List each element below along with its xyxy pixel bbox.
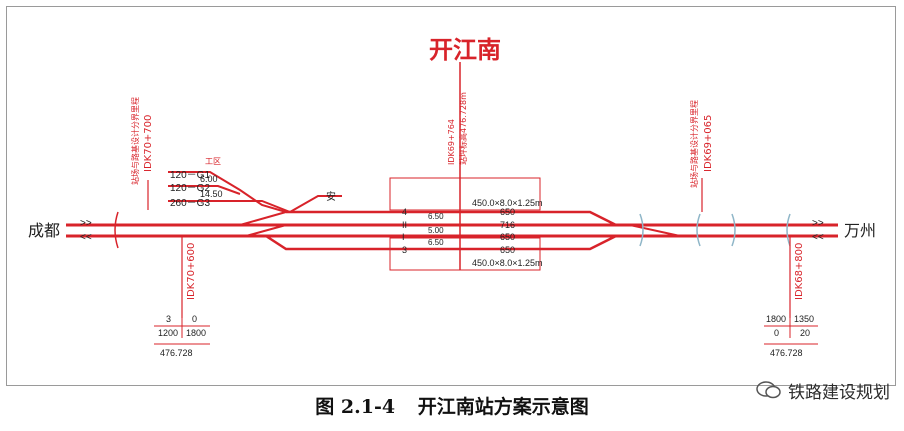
arrow-right-down: << xyxy=(812,232,824,243)
track-4-length: 650 xyxy=(500,207,515,217)
left-boundary-note: 站场与路基设计分界里程 xyxy=(130,97,140,185)
track-3-length: 650 xyxy=(500,245,515,255)
siding-g2-label: 120－G2 xyxy=(170,183,210,194)
watermark-text: 铁路建设规划 xyxy=(788,382,890,403)
track-II-id: II xyxy=(402,220,407,230)
wechat-icon xyxy=(756,381,781,399)
right-profile-a: 1800 xyxy=(766,314,786,324)
siding-distance-1: 6.00 xyxy=(200,174,218,184)
track-I-id: I xyxy=(402,232,405,242)
siding-g2 xyxy=(168,185,241,195)
right-boundary-note: 站场与路基设计分界里程 xyxy=(689,100,699,188)
right-profile-c: 0 xyxy=(774,328,779,338)
left-profile-d: 1800 xyxy=(186,328,206,338)
turnout-left-cross xyxy=(245,224,287,237)
platform-top xyxy=(389,177,541,211)
arrow-left-down: << xyxy=(80,232,92,243)
left-boundary-km: IDK70+700 xyxy=(143,115,154,172)
track-I-spacing: 6.50 xyxy=(428,238,444,247)
center-km-label: IDK69+764 xyxy=(447,119,456,165)
left-profile-b: 0 xyxy=(192,314,197,324)
siding-g1 xyxy=(168,171,287,213)
safety-siding xyxy=(289,195,342,213)
turnout-left-top xyxy=(239,211,287,226)
station-left-label: 成都 xyxy=(28,221,60,240)
right-bridge-mark-1 xyxy=(639,213,701,247)
left-bridge-mark xyxy=(114,211,119,249)
left-profile-a: 3 xyxy=(166,314,171,324)
siding-g1-label: 120－G1 xyxy=(170,170,210,181)
left-profile-c: 1200 xyxy=(158,328,178,338)
right-profile-elev: 476.728 xyxy=(770,348,803,358)
watermark: 铁路建设规划 xyxy=(756,380,890,403)
track-II-length: 716 xyxy=(500,220,515,230)
figure-title: 开江南站方案示意图 xyxy=(417,396,589,418)
station-diagram: 开江南 IDK69+764 站坪标高476.728m 站场与路基设计分界里程 I… xyxy=(28,36,876,358)
safety-siding-label: 安 xyxy=(326,190,336,203)
siding-area-label: 工区 xyxy=(205,157,221,166)
platform-top-label: 450.0×8.0×1.25m xyxy=(472,198,543,208)
track-3-id: 3 xyxy=(402,245,407,255)
station-title: 开江南 xyxy=(429,36,501,64)
siding-g3 xyxy=(168,200,291,213)
right-milepost-label: IDK68+800 xyxy=(794,243,805,300)
station-right-label: 万州 xyxy=(844,221,876,240)
arrow-right-up: >> xyxy=(812,218,824,229)
siding-g3-label: 260－G3 xyxy=(170,198,210,209)
turnout-right-cross xyxy=(629,224,681,237)
siding-distance-2: 14.50 xyxy=(200,189,223,199)
center-elev-note: 站坪标高476.728m xyxy=(458,92,468,165)
track-4 xyxy=(286,210,617,227)
arrow-left-up: >> xyxy=(80,218,92,229)
figure-caption: 图 2.1-4 开江南站方案示意图 xyxy=(0,392,904,419)
right-profile-d: 20 xyxy=(800,328,810,338)
track-4-spacing: 6.50 xyxy=(428,212,444,221)
left-profile-elev: 476.728 xyxy=(160,348,193,358)
figure-number: 图 2.1-4 xyxy=(315,396,396,418)
track-II-spacing: 5.00 xyxy=(428,226,444,235)
track-3 xyxy=(265,234,617,251)
platform-bottom xyxy=(389,237,541,271)
track-I-length: 650 xyxy=(500,232,515,242)
right-boundary-km: IDK69+065 xyxy=(703,115,714,172)
right-profile-b: 1350 xyxy=(794,314,814,324)
right-bridge-mark-2 xyxy=(731,213,791,247)
left-milepost-label: IDK70+600 xyxy=(186,243,197,300)
drawing-frame xyxy=(6,6,896,386)
platform-bottom-label: 450.0×8.0×1.25m xyxy=(472,258,543,268)
track-4-id: 4 xyxy=(402,207,407,217)
